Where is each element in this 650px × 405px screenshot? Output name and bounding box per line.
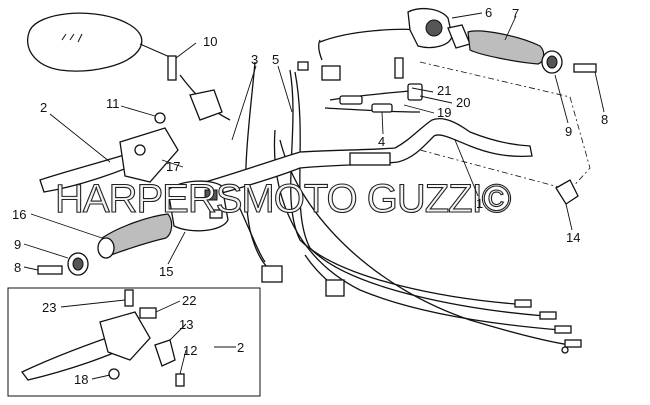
callout-2-left: 2 xyxy=(40,100,47,115)
callout-16: 16 xyxy=(12,207,26,222)
callout-10: 10 xyxy=(203,34,217,49)
wire-right-switch xyxy=(319,28,421,43)
callout-2-inset: 2 xyxy=(237,340,244,355)
callout-12: 12 xyxy=(183,343,197,358)
throttle-grip xyxy=(467,30,545,65)
cable-5b xyxy=(294,71,546,317)
cable-clutch xyxy=(273,129,561,331)
inset-screw-12 xyxy=(175,373,185,387)
left-grip xyxy=(101,213,173,257)
callout-20: 20 xyxy=(456,95,470,110)
cable-throttle xyxy=(279,139,571,346)
cable-5a xyxy=(289,69,531,306)
callout-17: 17 xyxy=(166,159,180,174)
lever-clamp xyxy=(189,89,223,121)
fitting-4b xyxy=(371,103,393,113)
inset-nut-18 xyxy=(108,368,120,380)
left-grip-end xyxy=(97,237,115,259)
lever-bracket xyxy=(119,127,179,183)
fitting-end-c xyxy=(554,325,572,334)
connector-left-switch xyxy=(261,265,283,283)
right-switch-button xyxy=(425,19,443,37)
cable-3 xyxy=(245,61,269,269)
callout-18: 18 xyxy=(74,372,88,387)
mirror xyxy=(27,12,177,81)
mirror-adjuster xyxy=(167,55,177,81)
callout-4: 4 xyxy=(378,134,385,149)
connector-small-1 xyxy=(297,61,309,71)
bar-end-right-hole xyxy=(546,55,558,69)
throttle-body xyxy=(447,24,471,49)
handlebar-knurl xyxy=(349,152,391,166)
lever-pivot xyxy=(134,144,146,156)
callout-8-left: 8 xyxy=(14,260,21,275)
left-grip-group xyxy=(37,213,173,276)
fitting-end-b xyxy=(539,311,557,320)
callout-9-left: 9 xyxy=(14,237,21,252)
bar-end-left-hole xyxy=(72,257,84,271)
mirror-head xyxy=(27,12,143,72)
mirror-shine xyxy=(61,33,83,43)
callout-1: 1 xyxy=(476,196,483,211)
reference-outline xyxy=(419,61,591,191)
left-switch-button-b xyxy=(209,209,223,219)
lever-nut-11 xyxy=(154,112,166,124)
fitting-nipple xyxy=(561,346,569,354)
cable-clip-14 xyxy=(555,179,579,205)
left-switch-unit xyxy=(167,180,229,232)
inset-spring-22 xyxy=(139,307,157,319)
callout-15: 15 xyxy=(159,264,173,279)
inset-screw-23 xyxy=(124,289,134,307)
watermark-text: HARPERSMOTO GUZZI© xyxy=(55,177,511,221)
connector-left-switch-b xyxy=(325,279,345,297)
fitting-end-a xyxy=(514,299,532,308)
brake-lever-bracket xyxy=(99,311,151,361)
callout-3: 3 xyxy=(251,52,258,67)
callout-23: 23 xyxy=(42,300,56,315)
callout-21: 21 xyxy=(437,83,451,98)
callout-11: 11 xyxy=(106,96,120,111)
right-controls xyxy=(407,7,597,74)
bar-end-screw-left xyxy=(37,265,63,275)
callout-5: 5 xyxy=(272,52,279,67)
left-switch-button xyxy=(204,189,218,201)
cable-switch xyxy=(235,199,266,263)
wire-right-switch-b xyxy=(318,39,323,61)
callout-9-right: 9 xyxy=(565,124,572,139)
leader-lines xyxy=(23,12,605,380)
fitting-end-d xyxy=(564,339,582,348)
connectors xyxy=(261,61,345,297)
callout-13: 13 xyxy=(179,317,193,332)
fitting-top xyxy=(394,57,404,79)
inset-brake-lever xyxy=(21,289,185,387)
callout-22: 22 xyxy=(182,293,196,308)
callout-14: 14 xyxy=(566,230,580,245)
connector-right-switch xyxy=(321,65,341,81)
callout-8-right: 8 xyxy=(601,112,608,127)
callout-labels: 10 6 7 3 5 2 11 21 20 19 4 9 8 17 1 16 1… xyxy=(12,5,608,387)
mirror-stem xyxy=(139,43,173,59)
callout-7: 7 xyxy=(512,6,519,21)
bar-end-screw-right xyxy=(573,63,597,73)
inset-clip-13 xyxy=(154,339,176,367)
fitting-21 xyxy=(407,83,423,101)
fitting-4a xyxy=(339,95,363,105)
cable-fittings xyxy=(339,57,582,354)
callout-6: 6 xyxy=(485,5,492,20)
left-lever-group xyxy=(39,89,223,193)
callout-19: 19 xyxy=(437,105,451,120)
inset-box xyxy=(7,287,261,397)
